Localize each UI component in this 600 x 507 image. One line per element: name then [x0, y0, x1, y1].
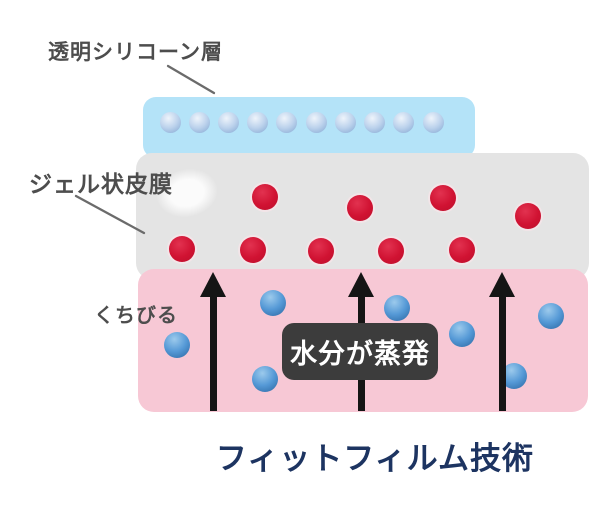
- leader-line: [166, 64, 216, 95]
- gel-moisture-dot: [430, 185, 456, 211]
- lip-water-dot: [449, 321, 475, 347]
- silicone-bubble-dot: [246, 111, 268, 133]
- silicone-bubble-dot: [305, 111, 327, 133]
- lip-water-dot: [538, 303, 564, 329]
- arrow-head: [200, 272, 226, 297]
- lip-water-dot: [252, 366, 278, 392]
- arrow-shaft: [209, 297, 217, 411]
- evaporation-callout: 水分が蒸発: [282, 323, 438, 380]
- arrow-shaft: [498, 297, 506, 411]
- label-silicone-layer: 透明シリコーン層: [48, 41, 223, 64]
- arrow-head: [489, 272, 515, 297]
- silicone-bubble-dot: [275, 111, 297, 133]
- evaporation-arrow-icon: [199, 272, 227, 411]
- gel-moisture-dot: [449, 237, 475, 263]
- evaporation-callout-text: 水分が蒸発: [290, 339, 430, 369]
- gel-moisture-dot: [252, 184, 278, 210]
- silicone-bubble-dot: [392, 111, 414, 133]
- gel-moisture-dot: [515, 203, 541, 229]
- lip-water-dot: [164, 332, 190, 358]
- silicone-bubble-dot: [217, 111, 239, 133]
- label-lips: くちびる: [94, 305, 178, 327]
- lip-water-dot: [384, 295, 410, 321]
- silicone-bubble-dot: [188, 111, 210, 133]
- diagram-title: フィットフィルム技術: [215, 441, 535, 476]
- label-gel-film: ジェル状皮膜: [29, 171, 173, 197]
- gel-moisture-dot: [378, 238, 404, 264]
- evaporation-arrow-icon: [488, 272, 516, 411]
- silicone-bubble-dot: [363, 111, 385, 133]
- gel-moisture-dot: [240, 237, 266, 263]
- lip-water-dot: [260, 290, 286, 316]
- silicone-bubble-dot: [422, 111, 444, 133]
- gel-moisture-dot: [169, 236, 195, 262]
- silicone-bubble-dot: [334, 111, 356, 133]
- leader-line: [74, 194, 146, 235]
- gel-moisture-dot: [347, 195, 373, 221]
- gel-moisture-dot: [308, 238, 334, 264]
- arrow-head: [348, 272, 374, 297]
- silicone-bubble-dot: [159, 111, 181, 133]
